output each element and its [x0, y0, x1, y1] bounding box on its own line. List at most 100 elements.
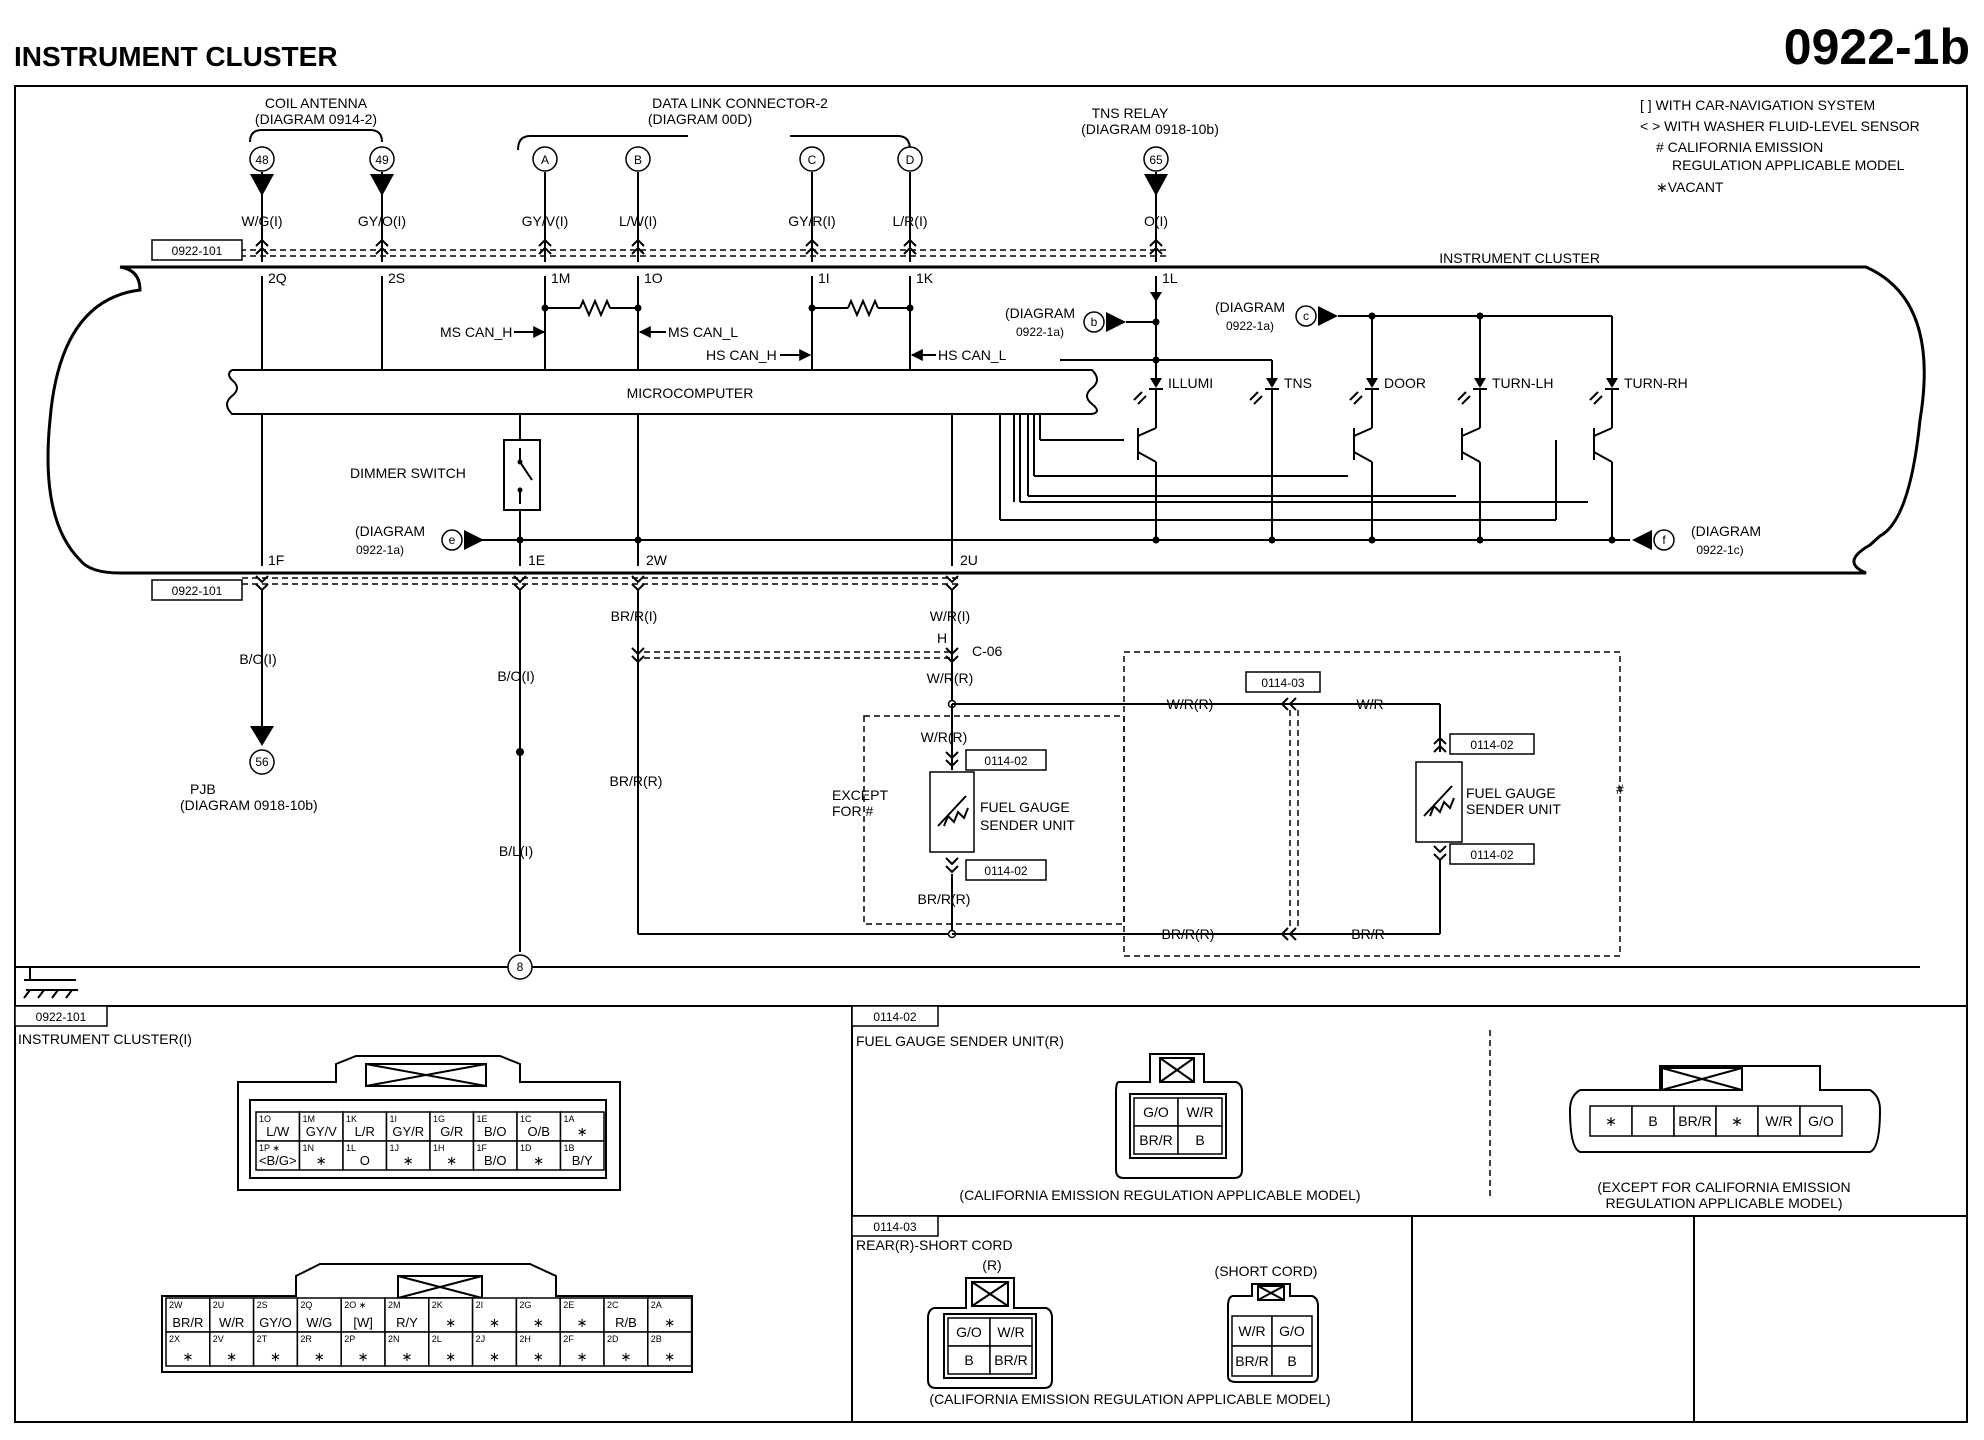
svg-text:∗: ∗ [314, 1349, 325, 1364]
svg-text:2A: 2A [651, 1300, 662, 1310]
svg-text:∗: ∗ [1605, 1113, 1617, 1129]
pin-2x: 2X∗ [165, 1331, 211, 1367]
svg-text:BR/R(I): BR/R(I) [611, 608, 658, 624]
svg-text:EXCEPT: EXCEPT [832, 787, 888, 803]
svg-text:0922-1a): 0922-1a) [1226, 319, 1274, 333]
svg-text:2U: 2U [960, 552, 978, 568]
svg-text:# CALIFORNIA EMISSION: # CALIFORNIA EMISSION [1656, 139, 1823, 155]
svg-text:BR/R: BR/R [1678, 1113, 1711, 1129]
svg-text:2G: 2G [519, 1300, 531, 1310]
svg-text:W/G(I): W/G(I) [241, 213, 282, 229]
svg-text:2I: 2I [476, 1300, 484, 1310]
svg-text:GY/O: GY/O [259, 1315, 292, 1330]
pin-cell: G/O [1133, 1097, 1179, 1127]
svg-text:2J: 2J [476, 1334, 486, 1344]
svg-text:W/R: W/R [219, 1315, 244, 1330]
pin-cell: G/O [1271, 1315, 1313, 1347]
pin-1n: 1N∗ [298, 1140, 344, 1171]
svg-text:DATA LINK CONNECTOR-2: DATA LINK CONNECTOR-2 [652, 95, 828, 111]
svg-text:∗: ∗ [533, 1315, 544, 1330]
svg-text:1E: 1E [477, 1114, 488, 1124]
svg-text:1F: 1F [268, 552, 284, 568]
svg-text:G/O: G/O [1143, 1104, 1169, 1120]
svg-text:(R): (R) [982, 1257, 1001, 1273]
svg-text:REGULATION APPLICABLE MODEL): REGULATION APPLICABLE MODEL) [1605, 1195, 1842, 1211]
pin-2g: 2G∗ [515, 1297, 561, 1333]
pin-2k: 2K∗ [428, 1297, 474, 1333]
svg-text:b: b [1091, 315, 1098, 329]
svg-text:(DIAGRAM 0918-10b): (DIAGRAM 0918-10b) [1081, 121, 1219, 137]
terminal-C: CGY/R(I)1I [788, 146, 836, 286]
connector-0922-101-bottom: 0922-101 1F 1E 2W 2U [151, 552, 978, 601]
pin-1o: 1OL/W [255, 1111, 301, 1142]
svg-text:BR/R: BR/R [1235, 1353, 1268, 1369]
svg-text:∗: ∗ [489, 1315, 500, 1330]
svg-text:G/O: G/O [1808, 1113, 1834, 1129]
svg-text:W/R(R): W/R(R) [921, 729, 968, 745]
lamp-turn-rh: TURN-RH [1589, 375, 1688, 544]
svg-text:1F: 1F [477, 1143, 488, 1153]
svg-text:∗: ∗ [226, 1349, 237, 1364]
svg-text:1G: 1G [433, 1114, 445, 1124]
svg-text:B/O: B/O [484, 1124, 506, 1139]
page-title: INSTRUMENT CLUSTER [14, 41, 338, 72]
pin-2j: 2J∗ [471, 1331, 518, 1367]
svg-text:ILLUMI: ILLUMI [1168, 375, 1213, 391]
svg-text:∗: ∗ [533, 1349, 544, 1364]
svg-text:1I: 1I [390, 1114, 398, 1124]
connector-panels: 0922-101 INSTRUMENT CLUSTER(I) 0114-02 F… [14, 1005, 1967, 1422]
lamp-door: DOOR [1349, 375, 1426, 544]
svg-text:49: 49 [375, 153, 389, 167]
svg-text:1K: 1K [346, 1114, 357, 1124]
svg-text:0922-1c): 0922-1c) [1696, 543, 1743, 557]
pin-cell: BR/R [989, 1345, 1033, 1375]
svg-text:L/R: L/R [355, 1124, 375, 1139]
svg-text:W/G: W/G [306, 1315, 332, 1330]
svg-text:∗: ∗ [358, 1349, 369, 1364]
svg-text:FUEL GAUGE: FUEL GAUGE [980, 799, 1070, 815]
svg-text:<B/G>: <B/G> [259, 1153, 297, 1168]
svg-text:∗: ∗ [577, 1315, 588, 1330]
svg-text:1J: 1J [390, 1143, 400, 1153]
svg-text:2L: 2L [432, 1334, 442, 1344]
pin-1k: 1KL/R [342, 1111, 388, 1142]
svg-text:2M: 2M [388, 1300, 401, 1310]
svg-text:∗: ∗ [401, 1349, 412, 1364]
pin-cell: G/O [947, 1317, 991, 1347]
svg-text:R/Y: R/Y [396, 1315, 418, 1330]
svg-text:0922-101: 0922-101 [172, 584, 223, 598]
svg-text:∗: ∗ [270, 1349, 281, 1364]
svg-text:2N: 2N [388, 1334, 400, 1344]
svg-text:1A: 1A [564, 1114, 575, 1124]
svg-text:∗: ∗ [664, 1315, 675, 1330]
svg-text:(SHORT CORD): (SHORT CORD) [1215, 1263, 1318, 1279]
svg-text:∗: ∗ [403, 1153, 414, 1168]
svg-text:(DIAGRAM 0914-2): (DIAGRAM 0914-2) [255, 111, 377, 127]
lamp-tns: TNS [1249, 375, 1312, 544]
svg-text:2O ∗: 2O ∗ [344, 1300, 366, 1310]
svg-text:HS CAN_L: HS CAN_L [938, 347, 1007, 363]
pin-2l: 2L∗ [428, 1331, 474, 1367]
svg-text:FUEL GAUGE: FUEL GAUGE [1466, 785, 1556, 801]
svg-text:1E: 1E [528, 552, 545, 568]
svg-text:TNS: TNS [1284, 375, 1312, 391]
svg-text:2F: 2F [563, 1334, 574, 1344]
svg-text:2Q: 2Q [268, 270, 287, 286]
svg-text:∗: ∗ [446, 1153, 457, 1168]
pin-1a: 1A∗ [559, 1111, 605, 1142]
pin-2p: 2P∗ [340, 1331, 386, 1367]
pin-1f: 1FB/O [472, 1140, 518, 1171]
svg-text:2B: 2B [651, 1334, 662, 1344]
svg-text:0922-1a): 0922-1a) [356, 543, 404, 557]
svg-text:TNS RELAY: TNS RELAY [1092, 105, 1169, 121]
tns-relay-group: TNS RELAY (DIAGRAM 0918-10b) [1081, 105, 1219, 137]
svg-text:65: 65 [1149, 153, 1163, 167]
